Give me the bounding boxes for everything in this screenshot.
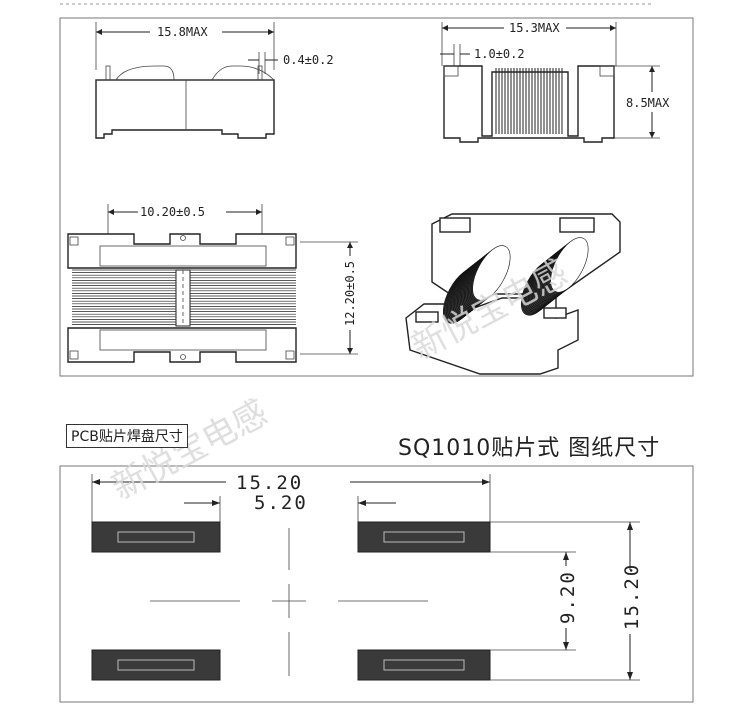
pad-bottom-left	[91, 649, 221, 681]
pcb-overall-label: 15.20	[236, 472, 303, 494]
pad-top-right	[357, 521, 491, 553]
pcb-vertical-outer-label: 15.20	[621, 563, 643, 630]
drawing-title: SQ1010贴片式 图纸尺寸	[398, 436, 661, 461]
end-pin-label: 1.0±0.2	[474, 47, 525, 61]
pcb-vertical-inner-label: 9.20	[557, 570, 579, 624]
top-width-label: 10.20±0.5	[140, 205, 205, 219]
upper-frame	[59, 17, 694, 377]
iso-winding-right	[520, 237, 589, 316]
end-view-winding	[495, 68, 563, 134]
top-view: 10.20±0.5 12.20±0.5	[67, 204, 358, 363]
pad-bottom-right	[357, 649, 491, 681]
top-view-winding	[72, 269, 296, 325]
iso-winding-left	[442, 245, 511, 324]
end-view: 15.3MAX 1.0±0.2 8.5MAX	[440, 21, 670, 143]
end-height-label: 8.5MAX	[626, 96, 670, 110]
side-view: 15.8MAX 0.4±0.2	[95, 22, 334, 139]
end-width-label: 15.3MAX	[509, 21, 560, 35]
isometric-view	[405, 213, 621, 375]
pcb-inner-label: 5.20	[254, 492, 308, 514]
side-width-label: 15.8MAX	[157, 25, 208, 39]
pad-top-left	[91, 521, 221, 553]
side-pin-label: 0.4±0.2	[283, 53, 334, 67]
pcb-pad-layout: 15.20 5.20 9.20 15.20	[91, 472, 643, 681]
pcb-section-label: PCB贴片焊盘尺寸	[66, 424, 188, 448]
pcb-frame	[59, 465, 694, 703]
top-height-label: 12.20±0.5	[343, 261, 357, 326]
